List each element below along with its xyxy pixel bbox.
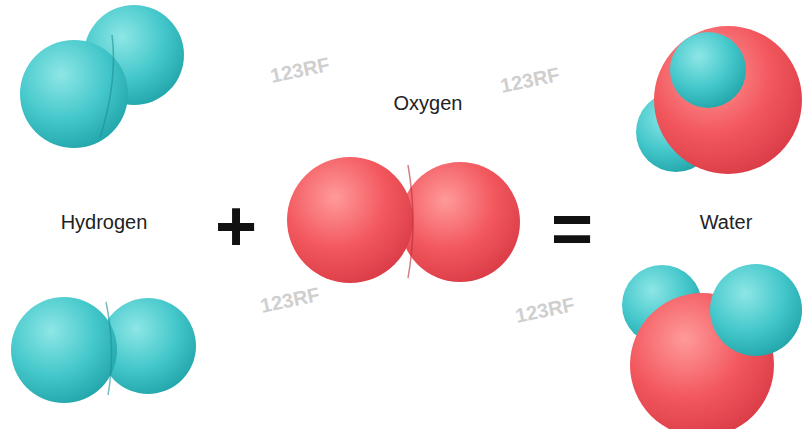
water-molecule: [636, 26, 802, 174]
watermark: 123RF: [499, 64, 562, 96]
molecule-name: Water: [700, 212, 753, 232]
water-molecule: [622, 264, 802, 429]
equals-sign: =: [551, 192, 593, 264]
molecule-name: Hydrogen: [61, 212, 148, 232]
watermark: 123RF: [514, 294, 577, 326]
watermark: 123RF: [269, 54, 332, 86]
watermark: 123RF: [259, 284, 322, 316]
hydrogen-molecule: [11, 297, 196, 403]
hydrogen-molecule: [20, 5, 184, 148]
molecule-name: Oxygen: [394, 93, 463, 113]
plus-sign: +: [215, 190, 257, 262]
oxygen-molecule: [287, 157, 520, 283]
